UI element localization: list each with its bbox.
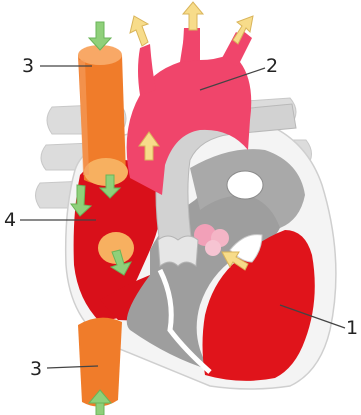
svc-highlight (82, 60, 86, 175)
label-1: 1 (346, 317, 358, 339)
aorta-branch-left (138, 44, 156, 95)
arrow-aorta-up-left (130, 16, 148, 46)
arrow-aorta-up-mid (183, 2, 203, 30)
label-3-top: 3 (22, 55, 34, 77)
left-atrium-opening (227, 171, 263, 199)
pulmonary-valve (158, 236, 198, 266)
aorta-branch-mid (182, 28, 200, 62)
label-2: 2 (266, 55, 278, 77)
label-4: 4 (4, 209, 16, 231)
label-3-bottom: 3 (30, 358, 42, 380)
